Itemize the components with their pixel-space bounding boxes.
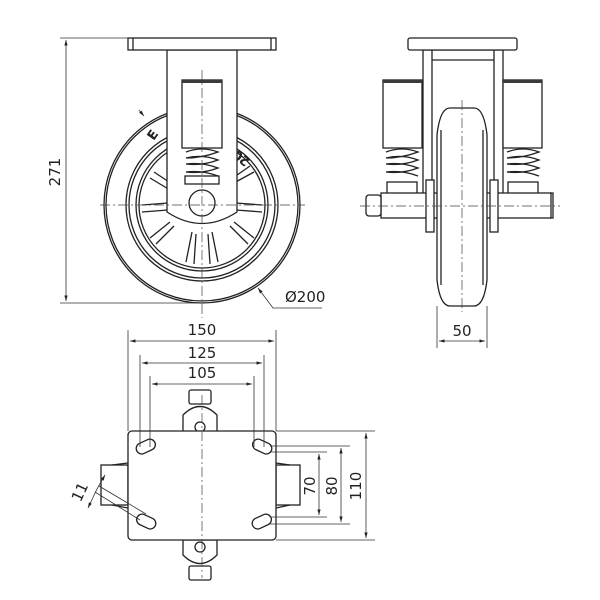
plate-view: 150 125 105 70 80 110 [68, 321, 375, 581]
bottom-nut [182, 539, 218, 581]
dimension-diameter: Ø200 [138, 109, 325, 309]
left-spring-unit [382, 79, 423, 195]
tire-logo: E [145, 128, 162, 144]
dim-plate-width: 150 [188, 321, 217, 339]
dimension-50: 50 [436, 306, 488, 348]
dimension-271: 271 [46, 37, 202, 304]
top-nut [182, 389, 218, 433]
dim-wheel-width: 50 [452, 322, 471, 340]
dimension-80: 80 [270, 445, 350, 525]
dim-hole-vert-inner: 70 [301, 476, 319, 495]
mounting-slots [135, 438, 273, 530]
dim-slot-width: 11 [68, 480, 92, 505]
dim-hole-inner: 105 [188, 364, 217, 382]
right-bracket [275, 464, 301, 506]
dimension-70: 70 [270, 451, 327, 518]
dim-diameter: Ø200 [285, 288, 325, 306]
dim-hole-vert-outer: 80 [323, 476, 341, 495]
slot-hole [135, 513, 157, 530]
top-plate-side [407, 37, 518, 51]
dimension-110: 110 [276, 430, 375, 541]
dimension-105: 105 [149, 364, 255, 447]
top-plate [127, 37, 277, 51]
slot-hole [135, 438, 157, 455]
dim-plate-depth: 110 [347, 472, 365, 501]
slot-hole [251, 438, 273, 455]
dimension-150: 150 [127, 321, 277, 431]
front-view: 200/50-140 E 271 Ø200 [46, 37, 325, 318]
right-spring-unit [502, 79, 543, 195]
side-view: 50 [360, 37, 560, 348]
left-bracket [100, 464, 129, 506]
dim-hole-outer: 125 [188, 344, 217, 362]
dimension-125: 125 [139, 344, 265, 447]
dim-height: 271 [46, 158, 64, 187]
wheel-side [436, 107, 488, 307]
